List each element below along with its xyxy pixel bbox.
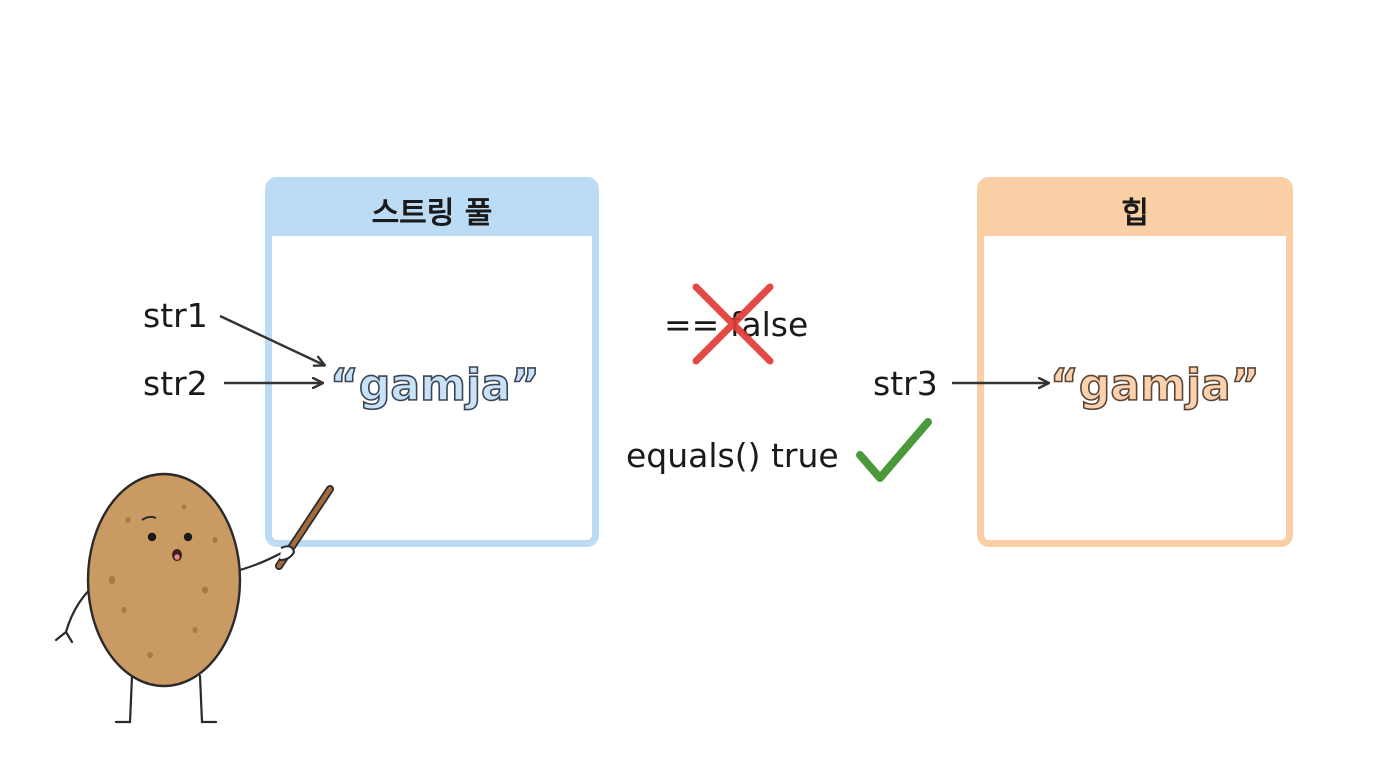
- x-mark-icon: [692, 283, 774, 365]
- potato-character-icon: [54, 472, 334, 724]
- heap-box: 힙: [977, 177, 1293, 547]
- pool-string-literal: “gamja”: [329, 359, 540, 412]
- str1-arrow: [219, 314, 324, 365]
- equals-comparison-label: equals() true: [626, 436, 839, 475]
- str1-label: str1: [143, 296, 208, 335]
- check-mark-icon: [856, 418, 932, 482]
- str2-label: str2: [143, 364, 208, 403]
- string-pool-title: 스트링 풀: [272, 184, 592, 236]
- heap-string-literal: “gamja”: [1049, 359, 1260, 412]
- heap-title: 힙: [984, 184, 1286, 236]
- str3-label: str3: [873, 364, 938, 403]
